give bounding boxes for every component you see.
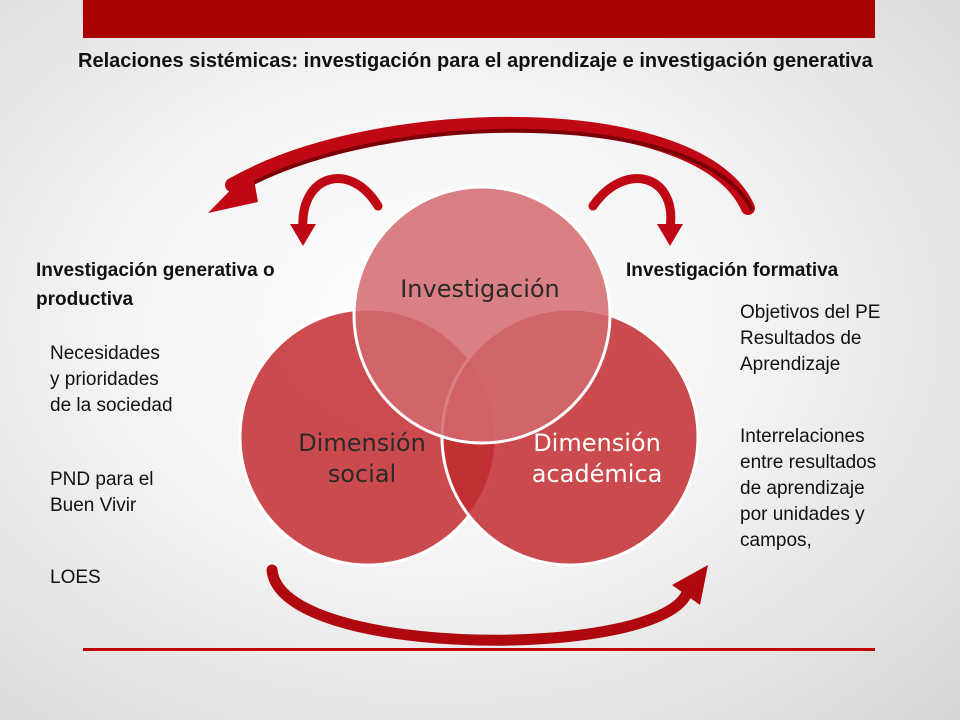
left-item-necesidades: Necesidades y prioridades de la sociedad (50, 343, 173, 416)
heading-investigacion-generativa: Investigación generativa o productiva (36, 260, 275, 310)
curved-arrow-icon-right (588, 174, 683, 246)
circle-label-academica-line2: académica (532, 460, 663, 488)
circle-label-investigacion: Investigación (400, 275, 560, 303)
slide-title: Relaciones sistémicas: investigación par… (78, 50, 873, 72)
left-item-loes: LOES (50, 567, 101, 588)
right-item-interrelaciones: Interrelaciones entre resultados de apre… (740, 426, 877, 551)
left-item-pnd: PND para el Buen Vivir (50, 469, 154, 516)
bottom-divider (83, 648, 875, 651)
top-accent-bar (83, 0, 875, 38)
heading-investigacion-formativa: Investigación formativa (626, 260, 839, 281)
curved-arrow-icon-bottom (266, 564, 708, 646)
circle-label-academica-line1: Dimensión (533, 429, 661, 457)
circle-label-social-line2: social (328, 460, 396, 488)
right-item-objetivos: Objetivos del PE Resultados de Aprendiza… (740, 302, 881, 375)
circle-investigacion (352, 185, 612, 445)
circle-label-social-line1: Dimensión (298, 429, 426, 457)
curved-arrow-icon-top (208, 116, 755, 215)
curved-arrow-icon-left (290, 174, 383, 246)
